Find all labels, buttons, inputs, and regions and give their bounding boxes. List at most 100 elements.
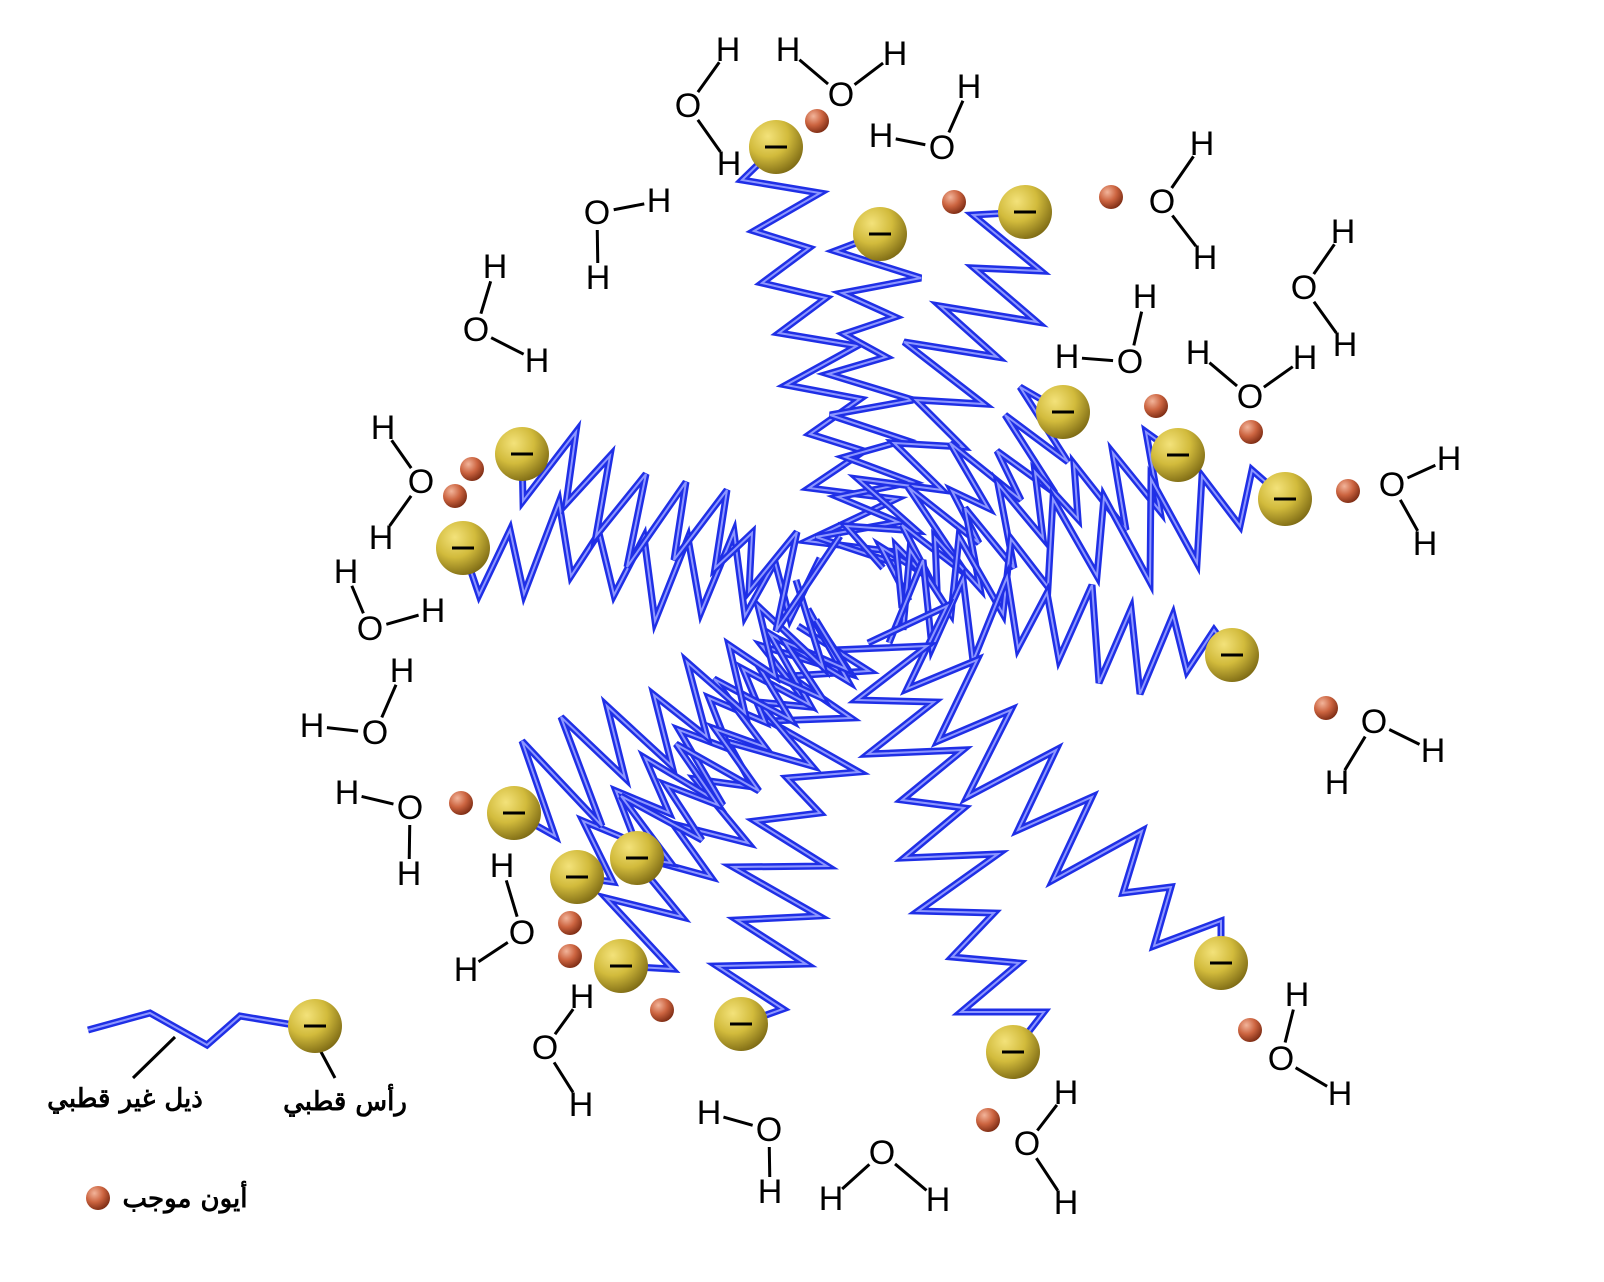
o-h-bond	[350, 585, 365, 614]
hydrogen-atom: H	[1054, 1184, 1079, 1222]
polar-head	[550, 850, 604, 904]
polar-heads	[436, 120, 1312, 1079]
tail-chain-highlight	[878, 386, 1069, 602]
cation-sphere	[443, 484, 467, 508]
tail-chain-highlight	[843, 211, 1044, 569]
hydrogen-atom: H	[1293, 339, 1318, 377]
polar-head	[1194, 936, 1248, 990]
o-h-bond	[407, 824, 412, 860]
polar-head	[436, 521, 490, 575]
water-molecule: OHH	[1291, 213, 1358, 364]
hydrogen-atom: H	[1186, 334, 1211, 372]
hydrogen-atom: H	[300, 707, 325, 745]
tail-chain-highlight	[902, 468, 1286, 631]
o-h-bond	[1312, 300, 1338, 334]
hydrogen-atom: H	[697, 1094, 722, 1132]
polar-head	[1258, 472, 1312, 526]
o-h-bond	[385, 613, 419, 626]
tail-chain-highlight	[867, 603, 1222, 963]
o-h-bond	[613, 202, 645, 212]
o-h-bond	[1312, 243, 1336, 275]
hydrogen-atom: H	[369, 519, 394, 557]
tail-chain-highlight	[513, 579, 826, 839]
oxygen-atom: O	[509, 914, 535, 952]
hydrogen-atom: H	[647, 182, 672, 220]
legend-tail-chain-highlight	[87, 1011, 301, 1047]
cation-sphere	[976, 1108, 1000, 1132]
hydrogen-atom: H	[586, 259, 611, 297]
cation-sphere	[558, 911, 582, 935]
hydrogen-atom: H	[334, 553, 359, 591]
o-h-bond	[947, 100, 965, 134]
legend: ذيل غير قطبي رأس قطبي أيون موجب	[47, 999, 407, 1214]
hydrogen-atom: H	[1190, 125, 1215, 163]
oxygen-atom: O	[1268, 1040, 1294, 1078]
cation-sphere	[1314, 696, 1338, 720]
o-h-bond	[1036, 1104, 1059, 1132]
oxygen-atom: O	[1014, 1125, 1040, 1163]
hydrogen-atom: H	[397, 855, 422, 893]
oxygen-atom: O	[756, 1111, 782, 1149]
o-h-bond	[552, 1061, 575, 1094]
legend-tail-chain	[87, 1009, 301, 1050]
cations	[443, 109, 1360, 1132]
water-molecule: OHH	[675, 31, 742, 183]
polar-head	[495, 427, 549, 481]
tail-chain-highlight	[521, 428, 841, 632]
o-h-bond	[798, 58, 830, 86]
polar-head	[288, 999, 342, 1053]
legend-tail-icon	[87, 1009, 301, 1050]
oxygen-atom: O	[1291, 269, 1317, 307]
o-h-bond	[894, 1162, 928, 1192]
o-h-bond	[723, 1115, 754, 1127]
oxygen-atom: O	[362, 714, 388, 752]
tail-chain-highlight	[713, 625, 873, 1025]
o-h-bond	[1171, 214, 1198, 248]
water-molecule: OHH	[1149, 125, 1218, 277]
o-h-bond	[477, 941, 509, 963]
hydrophobic-tails	[459, 144, 1288, 1055]
hydrogen-atom: H	[819, 1180, 844, 1218]
cation-sphere	[650, 998, 674, 1022]
hydrogen-atom: H	[483, 248, 508, 286]
polar-head	[487, 786, 541, 840]
o-h-bond	[1081, 356, 1114, 363]
hydrogen-atom: H	[1413, 525, 1438, 563]
cation-sphere	[558, 944, 582, 968]
o-h-bond	[1406, 463, 1436, 480]
water-molecule: OHH	[1014, 1074, 1079, 1222]
legend-tail-label: ذيل غير قطبي	[47, 1084, 203, 1114]
o-h-bond	[1294, 1066, 1328, 1088]
o-h-bond	[1035, 1157, 1059, 1192]
o-h-bond	[1398, 499, 1419, 532]
oxygen-atom: O	[408, 463, 434, 501]
o-h-bond	[1208, 361, 1238, 388]
water-molecule: OHH	[1379, 440, 1462, 563]
tail-pointer-line	[131, 1035, 177, 1080]
o-h-bond	[1262, 365, 1294, 389]
head-pointer-line	[318, 1049, 337, 1079]
tail-chain	[518, 419, 843, 633]
water-molecule: OHH	[454, 847, 536, 989]
hydrogen-atom: H	[1331, 213, 1356, 251]
oxygen-atom: O	[1237, 378, 1263, 416]
water-molecule: OHH	[869, 68, 982, 167]
hydrogen-atom: H	[570, 978, 595, 1016]
cation-sphere	[1099, 185, 1123, 209]
hydrogen-atom: H	[454, 951, 479, 989]
cation-sphere	[1336, 479, 1360, 503]
oxygen-atom: O	[397, 789, 423, 827]
cation-sphere	[460, 457, 484, 481]
oxygen-atom: O	[869, 1134, 895, 1172]
o-h-bond	[1132, 311, 1144, 346]
hydrogen-atom: H	[525, 342, 550, 380]
o-h-bond	[361, 795, 394, 806]
cation-sphere	[1144, 394, 1168, 418]
cation-sphere	[942, 190, 966, 214]
polar-head	[714, 997, 768, 1051]
hydrogen-atom: H	[1055, 338, 1080, 376]
cation-sphere	[449, 791, 473, 815]
